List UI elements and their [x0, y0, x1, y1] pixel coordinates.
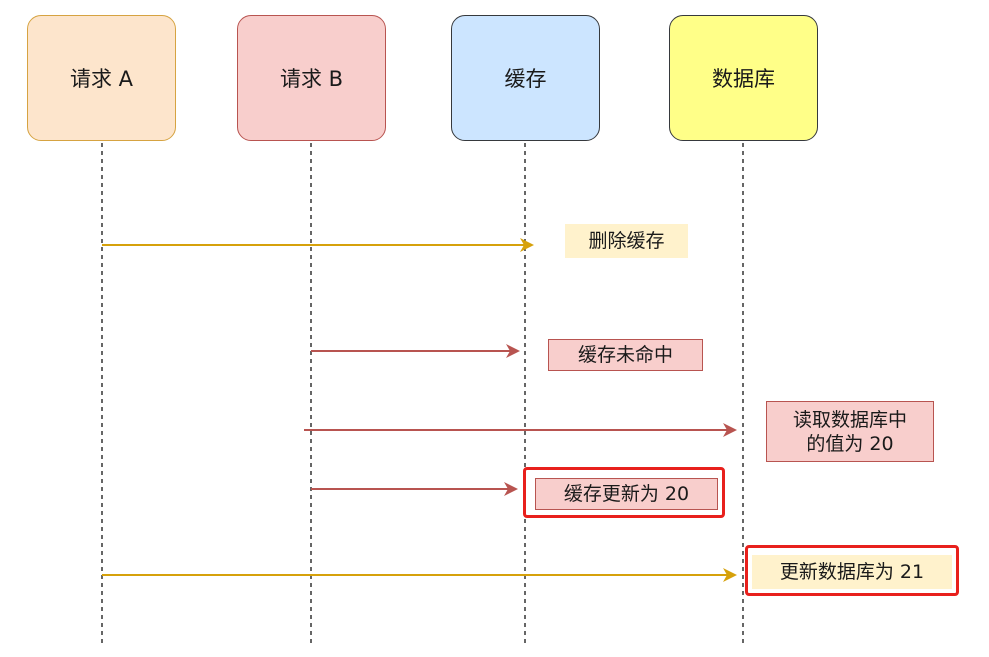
highlight-update-cache — [523, 467, 725, 518]
participant-cache: 缓存 — [451, 15, 600, 141]
participant-request-b: 请求 B — [237, 15, 386, 141]
participant-database: 数据库 — [669, 15, 818, 141]
label-read-db: 读取数据库中 的值为 20 — [766, 401, 934, 462]
label-update-cache: 缓存更新为 20 — [535, 478, 718, 510]
participant-request-a: 请求 A — [27, 15, 176, 141]
highlight-update-db — [745, 545, 959, 596]
label-update-db: 更新数据库为 21 — [752, 555, 952, 589]
label-delete-cache: 删除缓存 — [565, 224, 688, 258]
label-cache-miss: 缓存未命中 — [548, 339, 703, 371]
